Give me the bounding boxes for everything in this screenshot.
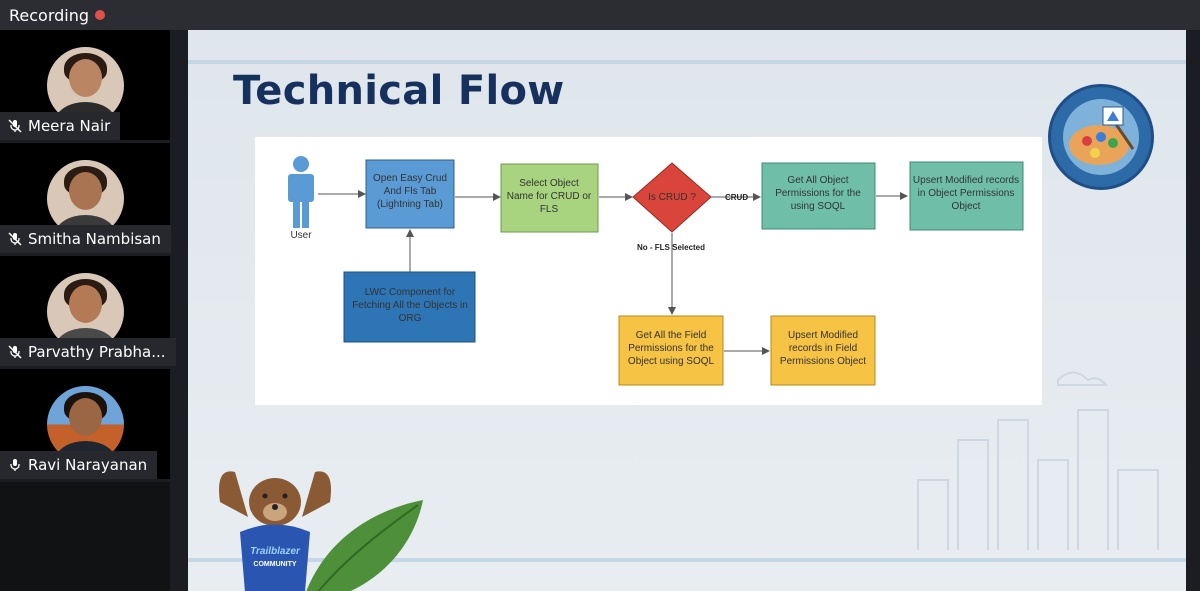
get-object-permissions-node: Get All Object Permissions for the using… xyxy=(761,162,876,230)
svg-text:And Fls Tab: And Fls Tab xyxy=(384,186,437,197)
participant-name: Ravi Narayanan xyxy=(28,456,148,474)
slide-stripe xyxy=(188,558,1186,562)
fls-edge-label: No - FLS Selected xyxy=(637,243,705,252)
mic-muted-icon xyxy=(8,345,22,359)
svg-text:Name for CRUD or: Name for CRUD or xyxy=(507,191,592,202)
user-label: User xyxy=(290,230,312,241)
participant-tile[interactable]: Ravi Narayanan xyxy=(0,369,170,482)
svg-text:Get All Object: Get All Object xyxy=(787,175,848,186)
participants-panel: Meera Nair Smitha Nambisan Parvathy Prab… xyxy=(0,30,176,591)
lwc-component-node: LWC Component for Fetching All the Objec… xyxy=(343,271,476,343)
is-crud-decision: Is CRUD ? xyxy=(632,162,712,233)
participant-name-tag: Ravi Narayanan xyxy=(0,451,158,479)
participant-name: Parvathy Prabha... xyxy=(28,343,166,361)
svg-text:ORG: ORG xyxy=(399,313,422,324)
mic-icon xyxy=(8,458,22,472)
svg-text:(Lightning Tab): (Lightning Tab) xyxy=(377,199,443,210)
recording-dot-icon xyxy=(95,10,106,20)
participant-name: Smitha Nambisan xyxy=(28,230,161,248)
svg-text:Fetching All the Objects in: Fetching All the Objects in xyxy=(352,300,468,311)
trailblazer-bear-mascot: Trailblazer COMMUNITY xyxy=(219,471,331,591)
participant-tile[interactable]: Parvathy Prabha... xyxy=(0,256,176,369)
slide-title: Technical Flow xyxy=(233,68,565,114)
svg-text:FLS: FLS xyxy=(540,204,559,215)
svg-text:Open Easy Crud: Open Easy Crud xyxy=(373,173,447,184)
participant-name-tag: Smitha Nambisan xyxy=(0,225,171,253)
palette-badge-icon xyxy=(1048,84,1154,190)
slide-stripe xyxy=(188,60,1186,64)
select-object-node: Select Object Name for CRUD or FLS xyxy=(500,163,599,233)
mic-muted-icon xyxy=(8,232,22,246)
technical-flow-diagram: User CRUD No - FLS Selected Open Easy Cr… xyxy=(255,137,1042,405)
mascot-text-line1: Trailblazer xyxy=(250,546,301,557)
svg-text:Permissions Object: Permissions Object xyxy=(780,356,866,367)
shared-slide: Technical Flow xyxy=(188,30,1186,591)
svg-text:Permissions for the: Permissions for the xyxy=(775,188,861,199)
svg-text:Is CRUD ?: Is CRUD ? xyxy=(648,192,696,203)
skyline-illustration xyxy=(917,371,1159,550)
svg-text:Upsert Modified records: Upsert Modified records xyxy=(913,175,1019,186)
participant-tile[interactable]: Smitha Nambisan xyxy=(0,143,171,256)
svg-text:Permissions for the: Permissions for the xyxy=(628,343,714,354)
upsert-field-permissions-node: Upsert Modified records in Field Permiss… xyxy=(770,315,876,386)
get-field-permissions-node: Get All the Field Permissions for the Ob… xyxy=(618,315,724,386)
mic-muted-icon xyxy=(8,119,22,133)
open-tab-node: Open Easy Crud And Fls Tab (Lightning Ta… xyxy=(365,159,455,229)
participant-tile[interactable]: Meera Nair xyxy=(0,30,170,143)
recording-label: Recording xyxy=(9,5,90,25)
leaf-illustration xyxy=(306,500,423,591)
mascot-text-line2: COMMUNITY xyxy=(253,561,296,568)
svg-text:Object: Object xyxy=(952,201,981,212)
participant-name: Meera Nair xyxy=(28,117,111,135)
svg-text:using SOQL: using SOQL xyxy=(791,201,846,212)
svg-text:Get All the Field: Get All the Field xyxy=(636,330,707,341)
svg-text:LWC Component for: LWC Component for xyxy=(365,287,456,298)
svg-text:Upsert Modified: Upsert Modified xyxy=(788,330,858,341)
svg-text:Object using SOQL: Object using SOQL xyxy=(628,356,715,367)
crud-edge-label: CRUD xyxy=(725,193,748,202)
svg-text:in Object Permissions: in Object Permissions xyxy=(918,188,1015,199)
svg-text:records in Field: records in Field xyxy=(789,343,857,354)
upsert-object-permissions-node: Upsert Modified records in Object Permis… xyxy=(909,161,1024,231)
avatar xyxy=(47,273,124,350)
recording-bar: Recording xyxy=(0,0,1200,30)
svg-text:Select Object: Select Object xyxy=(519,178,579,189)
participant-name-tag: Parvathy Prabha... xyxy=(0,338,176,366)
participant-name-tag: Meera Nair xyxy=(0,112,121,140)
user-icon xyxy=(288,156,314,228)
